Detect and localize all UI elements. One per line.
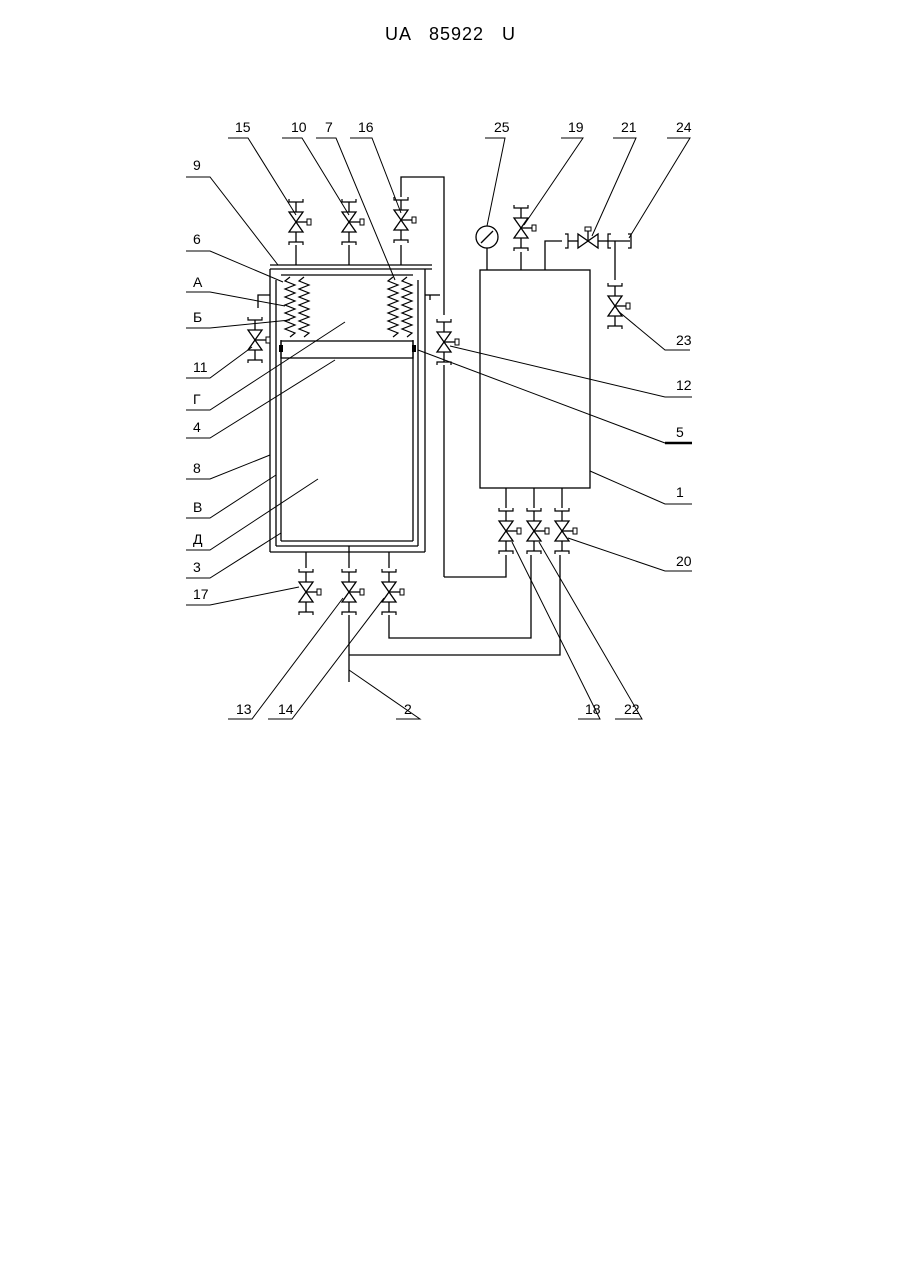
label-10: 10: [291, 119, 307, 135]
leader-lines: [186, 138, 692, 719]
label-2: 2: [404, 701, 412, 717]
label-5: 5: [676, 424, 684, 440]
label-D: Д: [193, 531, 203, 547]
valve-20: [555, 488, 577, 554]
label-16: 16: [358, 119, 374, 135]
label-8: 8: [193, 460, 201, 476]
label-V: В: [193, 499, 202, 515]
label-B: Б: [193, 309, 202, 325]
label-21: 21: [621, 119, 637, 135]
valve-16: [394, 177, 444, 315]
valve-23: [608, 283, 630, 329]
label-14: 14: [278, 701, 294, 717]
label-20: 20: [676, 553, 692, 569]
label-4: 4: [193, 419, 201, 435]
label-7: 7: [325, 119, 333, 135]
right-vessel: [476, 226, 590, 488]
valve-12: [437, 319, 506, 577]
label-23: 23: [676, 332, 692, 348]
label-18: 18: [585, 701, 601, 717]
valve-19: [514, 205, 536, 270]
label-19: 19: [568, 119, 584, 135]
valve-17: [299, 552, 321, 615]
label-12: 12: [676, 377, 692, 393]
label-15: 15: [235, 119, 251, 135]
label-17: 17: [193, 586, 209, 602]
label-1: 1: [676, 484, 684, 500]
label-13: 13: [236, 701, 252, 717]
label-25: 25: [494, 119, 510, 135]
label-22: 22: [624, 701, 640, 717]
valve-18: [499, 488, 521, 554]
label-24: 24: [676, 119, 692, 135]
label-A: А: [193, 274, 203, 290]
left-vessel: [258, 265, 440, 552]
label-3: 3: [193, 559, 201, 575]
labels: 15 10 7 16 25 19 21 24 9 6 А Б 11 Г 4 8 …: [193, 119, 692, 717]
label-G: Г: [193, 391, 201, 407]
valve-21: [565, 227, 631, 280]
valve-22: [527, 488, 549, 554]
valve-13: [342, 546, 364, 615]
label-9: 9: [193, 157, 201, 173]
valve-14: [382, 552, 531, 638]
label-11: 11: [193, 359, 208, 375]
label-6: 6: [193, 231, 201, 247]
